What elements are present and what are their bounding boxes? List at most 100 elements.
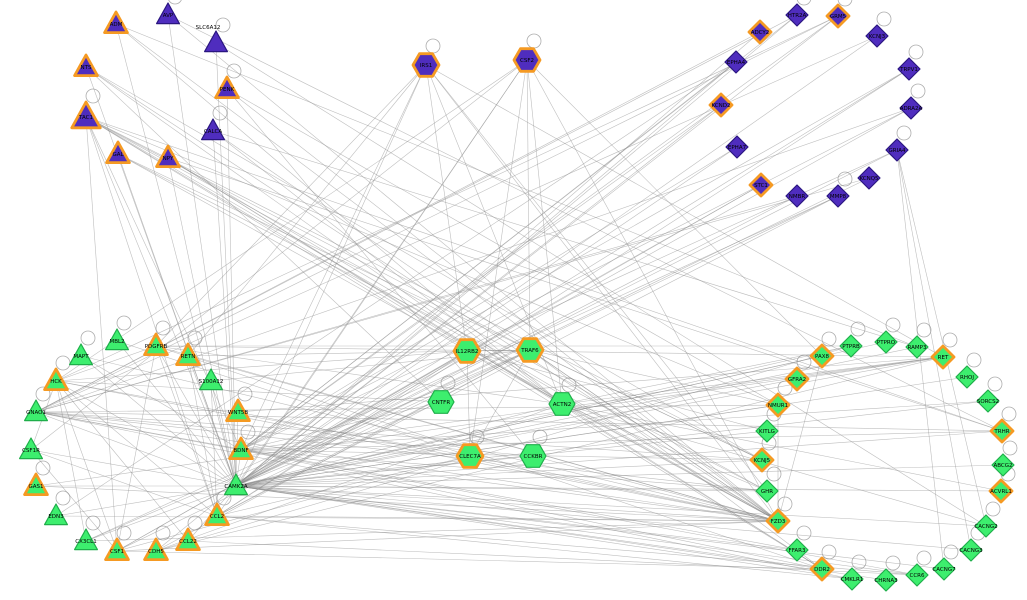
hexagon-node-shape[interactable] bbox=[455, 443, 485, 469]
triangle-node-shape[interactable] bbox=[228, 436, 254, 461]
hexagon-node-shape[interactable] bbox=[427, 390, 455, 414]
triangle-node-shape[interactable] bbox=[201, 118, 225, 141]
triangle-node-shape[interactable] bbox=[105, 140, 131, 165]
triangle-node-shape[interactable] bbox=[199, 368, 223, 391]
graph-node-GFRA2[interactable]: GFRA2 bbox=[784, 366, 810, 392]
triangle-node-shape[interactable] bbox=[19, 437, 44, 460]
graph-node-FZD3[interactable]: FZD3 bbox=[765, 508, 791, 534]
triangle-node-shape[interactable] bbox=[104, 537, 130, 561]
graph-node-GHR[interactable]: GHR bbox=[755, 479, 779, 503]
graph-node-TRAF6[interactable]: TRAF6 bbox=[515, 337, 545, 363]
hexagon-node-shape[interactable] bbox=[452, 338, 482, 364]
triangle-node-shape[interactable] bbox=[214, 75, 240, 99]
graph-node-KCNQ5[interactable]: KCNQ5 bbox=[857, 166, 881, 190]
diamond-node-shape[interactable] bbox=[724, 50, 748, 74]
triangle-node-shape[interactable] bbox=[43, 367, 69, 392]
graph-node-TRHR[interactable]: TRHR bbox=[989, 418, 1015, 444]
graph-node-ADM[interactable]: ADM bbox=[103, 10, 129, 34]
hexagon-node-shape[interactable] bbox=[411, 52, 441, 78]
graph-node-EPHA4[interactable]: EPHA4 bbox=[724, 50, 748, 74]
graph-node-IL12RB2[interactable]: IL12RB2 bbox=[452, 338, 482, 364]
graph-node-PTPRB[interactable]: PTPRB bbox=[839, 334, 863, 358]
diamond-node-shape[interactable] bbox=[976, 389, 1000, 413]
diamond-node-shape[interactable] bbox=[785, 538, 809, 562]
diamond-node-shape[interactable] bbox=[825, 3, 851, 29]
graph-node-STC1[interactable]: STC1 bbox=[748, 172, 774, 198]
diamond-node-shape[interactable] bbox=[785, 3, 809, 27]
triangle-node-shape[interactable] bbox=[225, 398, 251, 423]
graph-node-GNAO1[interactable]: GNAO1 bbox=[24, 399, 49, 422]
diamond-node-shape[interactable] bbox=[899, 96, 923, 120]
diamond-node-shape[interactable] bbox=[988, 478, 1014, 504]
triangle-node-shape[interactable] bbox=[204, 502, 230, 526]
hexagon-node-shape[interactable] bbox=[519, 444, 547, 468]
hexagon-node-shape[interactable] bbox=[512, 47, 542, 73]
graph-node-ABCG2[interactable]: ABCG2 bbox=[991, 453, 1015, 477]
graph-node-CACNG2[interactable]: CACNG2 bbox=[974, 514, 998, 538]
graph-node-NTS[interactable]: NTS bbox=[73, 53, 99, 77]
diamond-node-shape[interactable] bbox=[748, 172, 774, 198]
graph-node-NMUR1[interactable]: NMUR1 bbox=[765, 392, 791, 418]
graph-node-MAPT[interactable]: MAPT bbox=[68, 343, 94, 366]
triangle-node-shape[interactable] bbox=[103, 10, 129, 34]
triangle-node-shape[interactable] bbox=[175, 527, 201, 551]
graph-node-TRPV1[interactable]: TRPV1 bbox=[897, 57, 921, 81]
graph-node-AVP[interactable]: AVP bbox=[156, 2, 180, 25]
graph-node-PDGFRB[interactable]: PDGFRB bbox=[143, 332, 169, 357]
diamond-node-shape[interactable] bbox=[874, 568, 898, 592]
hexagon-node-shape[interactable] bbox=[515, 337, 545, 363]
graph-node-HTR2A[interactable]: HTR2A bbox=[785, 3, 809, 27]
diamond-node-shape[interactable] bbox=[897, 57, 921, 81]
triangle-node-shape[interactable] bbox=[143, 537, 169, 561]
graph-node-CX3CL1[interactable]: CX3CL1 bbox=[73, 528, 99, 551]
diamond-node-shape[interactable] bbox=[857, 166, 881, 190]
diamond-node-shape[interactable] bbox=[932, 557, 956, 581]
triangle-node-shape[interactable] bbox=[43, 503, 69, 526]
diamond-node-shape[interactable] bbox=[905, 563, 929, 587]
graph-node-CSF1R[interactable]: CSF1R bbox=[19, 437, 44, 460]
diamond-node-shape[interactable] bbox=[725, 135, 749, 159]
graph-node-CACNG3[interactable]: CACNG3 bbox=[959, 538, 983, 562]
graph-node-MMP8[interactable]: MMP8 bbox=[826, 184, 850, 208]
diamond-node-shape[interactable] bbox=[755, 479, 779, 503]
graph-node-HCK[interactable]: HCK bbox=[43, 367, 69, 392]
triangle-node-shape[interactable] bbox=[155, 144, 181, 169]
graph-node-TAC1[interactable]: TAC1 bbox=[70, 100, 102, 130]
diamond-node-shape[interactable] bbox=[955, 365, 979, 389]
diamond-node-shape[interactable] bbox=[826, 184, 850, 208]
graph-node-PENK[interactable]: PENK bbox=[214, 75, 240, 99]
diamond-node-shape[interactable] bbox=[840, 567, 864, 591]
triangle-node-shape[interactable] bbox=[175, 342, 201, 367]
graph-node-IRS1[interactable]: IRS1 bbox=[411, 52, 441, 78]
triangle-node-shape[interactable] bbox=[68, 343, 94, 366]
diamond-node-shape[interactable] bbox=[989, 418, 1015, 444]
graph-node-CSF2[interactable]: CSF2 bbox=[512, 47, 542, 73]
diamond-node-shape[interactable] bbox=[755, 419, 779, 443]
graph-node-KCND2[interactable]: KCND2 bbox=[708, 92, 734, 118]
graph-node-RHOJ[interactable]: RHOJ bbox=[955, 365, 979, 389]
graph-node-ACTN2[interactable]: ACTN2 bbox=[548, 392, 576, 416]
graph-node-CALCA[interactable]: CALCA bbox=[201, 118, 225, 141]
diamond-node-shape[interactable] bbox=[885, 138, 909, 162]
diamond-node-shape[interactable] bbox=[784, 366, 810, 392]
diamond-node-shape[interactable] bbox=[809, 343, 835, 369]
graph-node-GAL[interactable]: GAL bbox=[105, 140, 131, 165]
graph-node-GRIA4[interactable]: GRIA4 bbox=[885, 138, 909, 162]
diamond-node-shape[interactable] bbox=[905, 335, 929, 359]
graph-node-GRM5[interactable]: GRM5 bbox=[825, 3, 851, 29]
triangle-node-shape[interactable] bbox=[73, 53, 99, 77]
diamond-node-shape[interactable] bbox=[839, 334, 863, 358]
graph-node-ACVRL1[interactable]: ACVRL1 bbox=[988, 478, 1014, 504]
triangle-node-shape[interactable] bbox=[204, 30, 228, 53]
diamond-node-shape[interactable] bbox=[749, 447, 775, 473]
graph-node-ADRA2A[interactable]: ADRA2A bbox=[899, 96, 923, 120]
graph-node-EDN3[interactable]: EDN3 bbox=[43, 503, 69, 526]
graph-node-CNTFR[interactable]: CNTFR bbox=[427, 390, 455, 414]
triangle-node-shape[interactable] bbox=[73, 528, 99, 551]
diamond-node-shape[interactable] bbox=[809, 556, 835, 582]
hexagon-node-shape[interactable] bbox=[548, 392, 576, 416]
graph-node-SORCS2[interactable]: SORCS2 bbox=[976, 389, 1000, 413]
triangle-node-shape[interactable] bbox=[24, 399, 49, 422]
triangle-node-shape[interactable] bbox=[156, 2, 180, 25]
graph-node-RAMP3[interactable]: RAMP3 bbox=[905, 335, 929, 359]
